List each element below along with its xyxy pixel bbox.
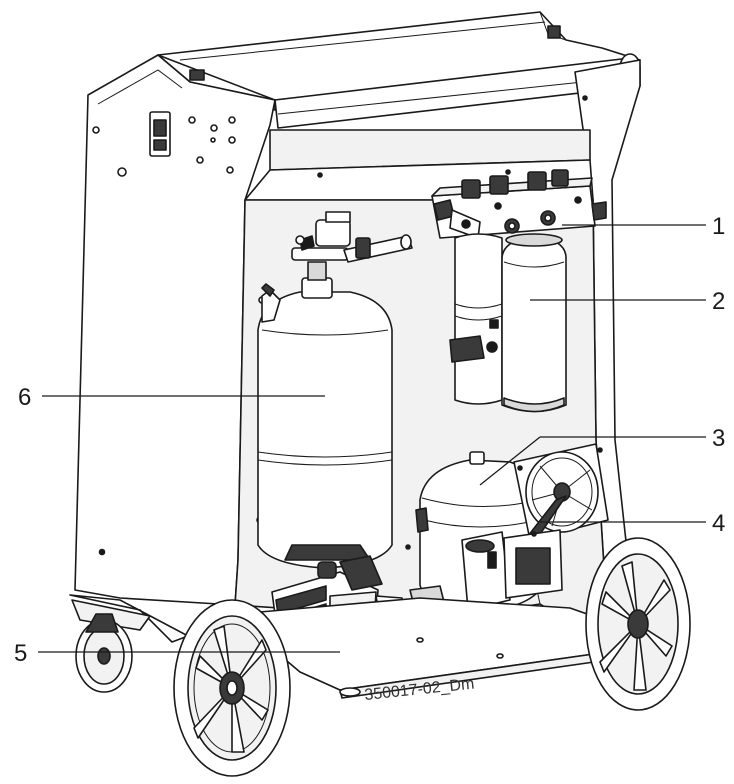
leader-line-3 <box>479 436 541 486</box>
rear-dryer-cylinder <box>449 233 503 405</box>
callout-2: 2 <box>712 288 725 315</box>
callout-4: 4 <box>712 510 725 537</box>
left-wheel <box>173 599 291 777</box>
front-caster <box>69 594 189 693</box>
manifold-block <box>431 169 607 239</box>
condenser-fan <box>503 443 609 599</box>
callout-6: 6 <box>18 384 31 411</box>
filter-cartridge <box>501 233 567 413</box>
callout-5: 5 <box>14 640 27 667</box>
right-wheel <box>585 537 691 711</box>
callout-leaders <box>38 224 706 653</box>
refrigerant-tank <box>257 211 413 569</box>
callout-3: 3 <box>712 425 725 452</box>
callout-1: 1 <box>712 213 725 240</box>
